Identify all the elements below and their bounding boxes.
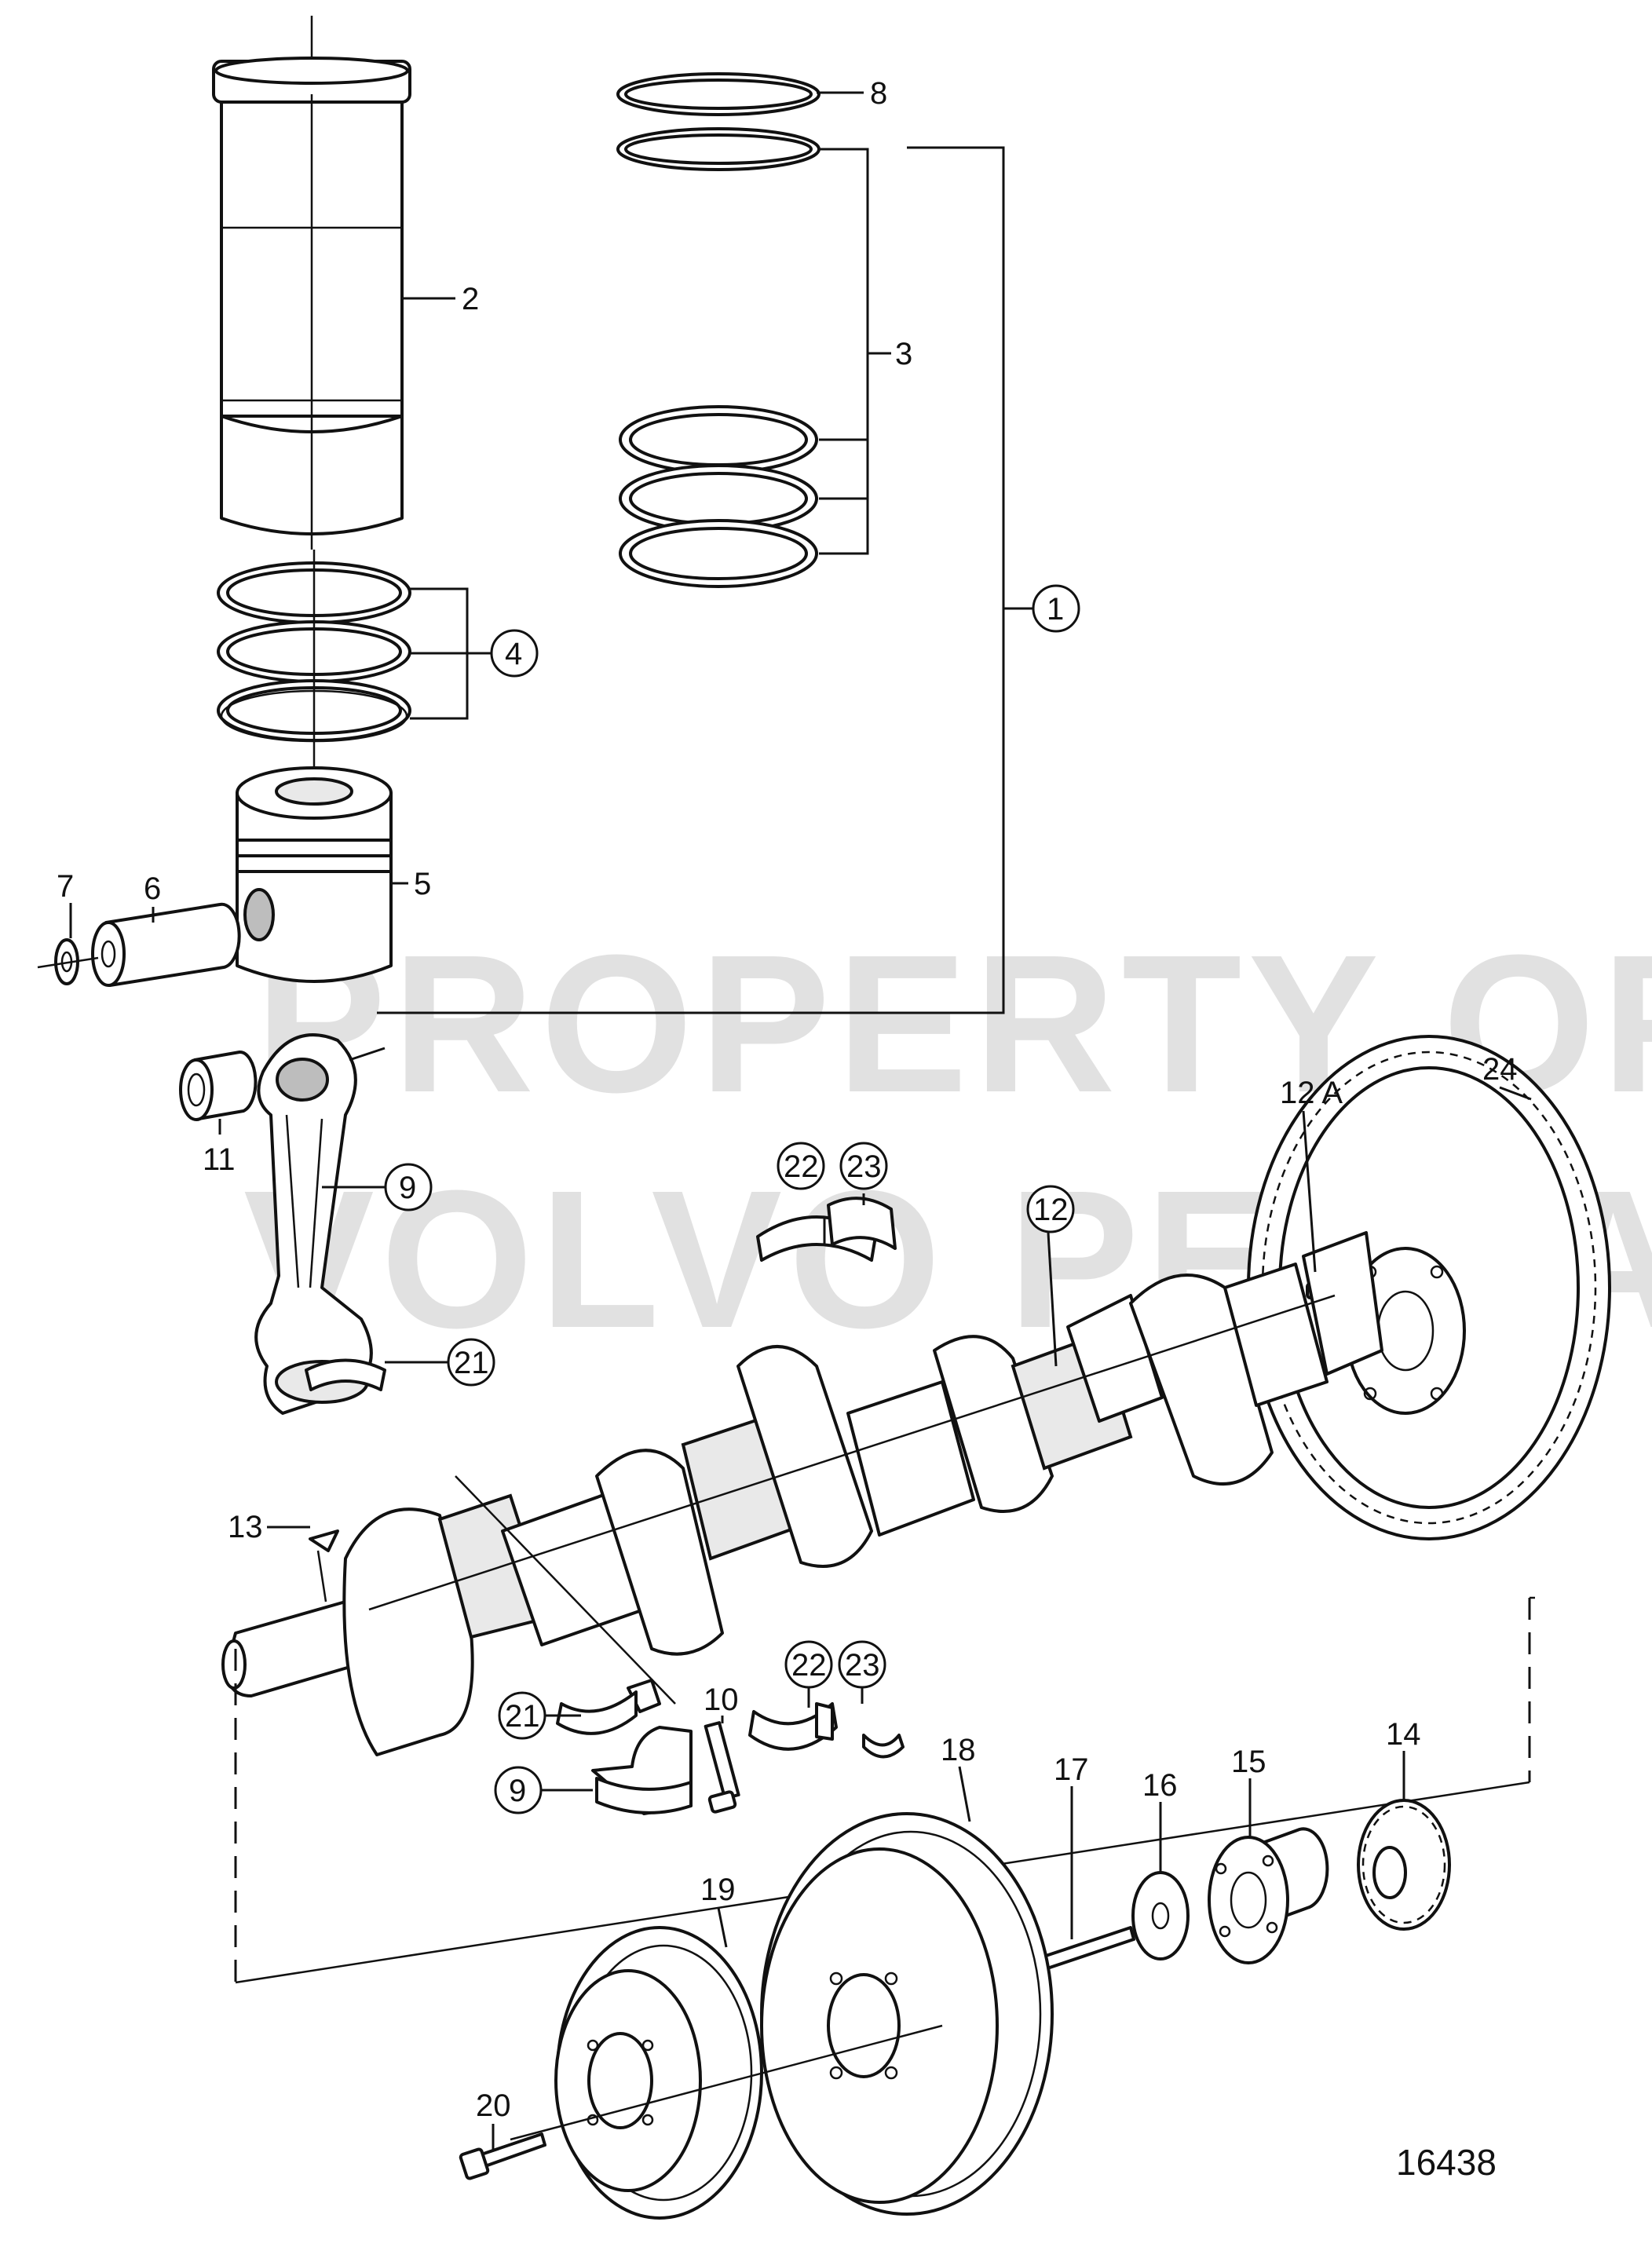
piston-rings-set-3 — [616, 72, 821, 588]
callout-15: 15 — [1231, 1745, 1266, 1779]
callout-6: 6 — [144, 872, 161, 906]
drawing-number: 16438 — [1396, 2142, 1497, 2183]
crankshaft-pulley — [760, 1812, 1054, 2216]
callout-9-lower: 9 — [509, 1774, 526, 1808]
main-bearing-shells-lower — [748, 1702, 905, 1759]
main-bearing-shells-upper — [756, 1197, 897, 1262]
piston-pin — [91, 902, 241, 987]
connecting-rod-bearing-lower — [556, 1690, 638, 1735]
crankshaft — [221, 1231, 1383, 1756]
callout-1: 1 — [1047, 592, 1064, 627]
callout-20: 20 — [476, 2088, 511, 2123]
callout-17: 17 — [1054, 1752, 1089, 1787]
callout-19: 19 — [700, 1873, 736, 1907]
callout-12: 12 — [1033, 1193, 1069, 1227]
connecting-rod-cap — [591, 1679, 693, 1815]
callout-21-upper: 21 — [454, 1346, 489, 1380]
callout-24: 24 — [1482, 1052, 1518, 1087]
callout-23-lower: 23 — [845, 1648, 880, 1683]
connecting-rod-bearing-upper — [305, 1358, 386, 1391]
connecting-rod-bolt — [455, 1475, 740, 1814]
woodruff-key — [309, 1529, 339, 1602]
leader-lines — [69, 91, 1532, 2151]
connecting-rod-bushing — [179, 1050, 258, 1121]
crankshaft-hub — [1208, 1827, 1329, 1964]
callout-circles — [384, 584, 1080, 1814]
callout-5: 5 — [414, 867, 431, 901]
callout-22-lower: 22 — [791, 1648, 827, 1683]
callout-22-upper: 22 — [784, 1149, 819, 1184]
flywheel — [1247, 1035, 1611, 1540]
callout-8: 8 — [870, 76, 887, 111]
crankshaft-gear — [1357, 1799, 1451, 1931]
callout-4: 4 — [505, 637, 522, 671]
callout-11: 11 — [203, 1142, 236, 1177]
callout-21-lower: 21 — [505, 1699, 540, 1734]
piston-pin-circlip — [37, 938, 99, 985]
washer — [1131, 1871, 1190, 1961]
kit-bracket — [377, 146, 1032, 1014]
damper-bolt — [459, 2132, 546, 2180]
callout-14: 14 — [1386, 1717, 1421, 1752]
callout-10: 10 — [704, 1683, 739, 1717]
callout-3: 3 — [895, 337, 912, 371]
callout-7: 7 — [57, 869, 74, 904]
callout-9-upper: 9 — [399, 1171, 416, 1205]
piston-rings-set-4 — [217, 550, 411, 777]
vibration-damper-pulley — [510, 1926, 943, 2220]
callout-23-upper: 23 — [846, 1149, 882, 1184]
callout-labels: 1 2 3 4 5 6 7 8 9 9 10 11 12 12 A 13 14 … — [57, 76, 1518, 2123]
callout-12a: 12 A — [1280, 1076, 1343, 1110]
callout-18: 18 — [941, 1733, 976, 1767]
piston — [236, 766, 393, 983]
callout-16: 16 — [1142, 1768, 1178, 1803]
cylinder-liner — [212, 16, 411, 550]
callout-13: 13 — [228, 1510, 263, 1544]
callout-2: 2 — [462, 282, 479, 316]
